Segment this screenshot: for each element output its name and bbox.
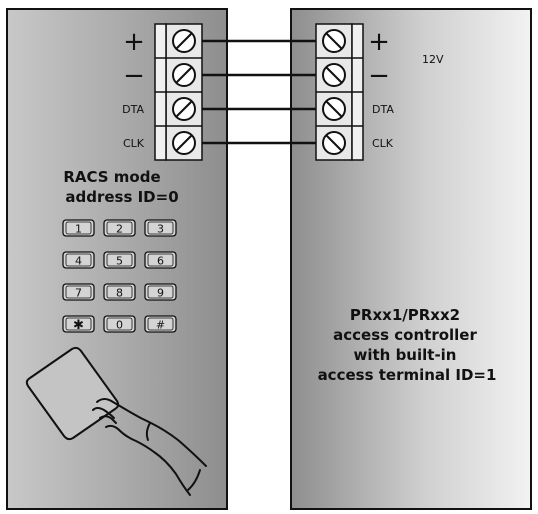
keypad-key-label: 4 <box>75 255 82 268</box>
reader-terminal-block <box>154 23 203 161</box>
screw-icon <box>322 63 346 87</box>
reader-mode-line1: RACS mode <box>63 168 160 186</box>
keypad-key-0[interactable]: 0 <box>103 315 136 333</box>
keypad-key-8[interactable]: 8 <box>103 283 136 301</box>
keypad-key-label: # <box>156 319 165 332</box>
keypad-key-label: 2 <box>116 223 123 236</box>
screw-icon <box>172 63 196 87</box>
screw-icon <box>322 97 346 121</box>
keypad-key-2[interactable]: 2 <box>103 219 136 237</box>
keypad-key-9[interactable]: 9 <box>144 283 177 301</box>
controller-terminal-minus-label: − <box>368 61 390 91</box>
screw-icon <box>172 29 196 53</box>
screw-icon <box>322 29 346 53</box>
reader-terminal-plus-label: + <box>123 27 145 57</box>
wires <box>202 39 316 145</box>
controller-title-line3: with built-in <box>354 346 457 364</box>
controller-voltage-label: 12V <box>422 53 444 66</box>
keypad-key-label: 9 <box>157 287 164 300</box>
controller-title-line2: access controller <box>333 326 477 344</box>
keypad-key-label: ✱ <box>73 318 84 333</box>
reader-terminal-dta-label: DTA <box>122 103 144 116</box>
keypad-key-6[interactable]: 6 <box>144 251 177 269</box>
keypad-key-label: 5 <box>116 255 123 268</box>
keypad-key-label: 0 <box>116 319 123 332</box>
reader-terminal-clk-label: CLK <box>123 137 145 150</box>
keypad-key-1[interactable]: 1 <box>62 219 95 237</box>
reader-device: + − DTA CLK RACS mode address ID=0 1 2 3… <box>6 8 228 510</box>
controller-device: + − DTA CLK 12V PRxx1/PRxx2 access contr… <box>290 8 532 510</box>
keypad-key-label: 8 <box>116 287 123 300</box>
keypad-key-3[interactable]: 3 <box>144 219 177 237</box>
keypad-key-star[interactable]: ✱ <box>62 315 95 333</box>
keypad-key-hash[interactable]: # <box>144 315 177 333</box>
screw-icon <box>172 131 196 155</box>
reader-terminal-minus-label: − <box>123 61 145 91</box>
controller-title-line4: access terminal ID=1 <box>318 366 497 384</box>
keypad-key-4[interactable]: 4 <box>62 251 95 269</box>
controller-terminal-dta-label: DTA <box>372 103 394 116</box>
controller-terminal-clk-label: CLK <box>372 137 394 150</box>
screw-icon <box>322 131 346 155</box>
controller-title-line1: PRxx1/PRxx2 <box>350 306 460 324</box>
keypad-key-5[interactable]: 5 <box>103 251 136 269</box>
controller-terminal-plus-label: + <box>368 27 390 57</box>
keypad-key-label: 3 <box>157 223 164 236</box>
keypad-key-label: 6 <box>157 255 164 268</box>
reader-mode-line2: address ID=0 <box>65 188 178 206</box>
keypad-key-label: 7 <box>75 287 82 300</box>
keypad: 1 2 3 4 5 6 7 8 9 ✱ 0 # <box>62 219 177 333</box>
keypad-key-label: 1 <box>75 223 82 236</box>
hand-with-card-icon <box>25 346 207 496</box>
screw-icon <box>172 97 196 121</box>
controller-terminal-block <box>315 23 364 161</box>
keypad-key-7[interactable]: 7 <box>62 283 95 301</box>
